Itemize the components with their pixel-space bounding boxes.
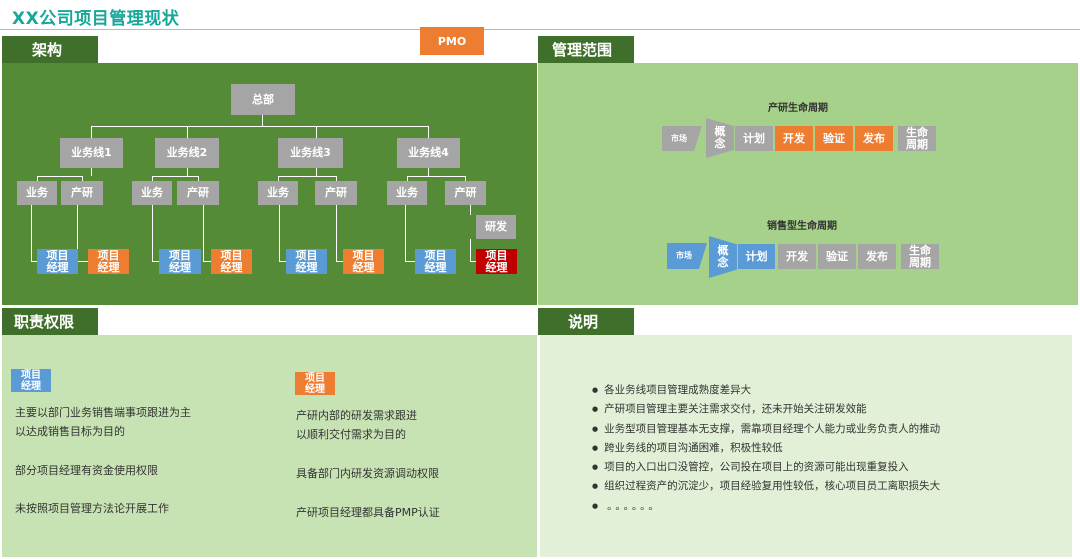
list-item: 组织过程资产的沉淀少，项目经验复用性较低，核心项目员工离职损失大 (592, 477, 940, 496)
org-pm-business-1: 项目 经理 (37, 249, 78, 274)
org-business-4: 业务 (387, 181, 427, 205)
org-rd-3: 产研 (315, 181, 357, 205)
authority-right-line: 具备部门内研发资源调动权限 (296, 467, 439, 480)
org-rd-4: 产研 (445, 181, 486, 205)
list-item: 各业务线项目管理成熟度差异大 (592, 381, 940, 400)
authority-left-line: 部分项目经理有资金使用权限 (15, 464, 158, 477)
sales-plan-stage: 计划 (738, 244, 775, 269)
org-business-2: 业务 (132, 181, 172, 205)
org-pm-develop-4: 项目 经理 (476, 249, 517, 274)
sales-verify-stage: 验证 (818, 244, 856, 269)
list-item: 项目的入口出口没管控，公司投在项目上的资源可能出现重复投入 (592, 458, 940, 477)
rd-lifecycle-title: 产研生命周期 (768, 103, 828, 114)
rd-release-stage: 发布 (855, 126, 893, 151)
authority-tag-rd-pm: 项目 经理 (295, 372, 335, 395)
org-develop: 研发 (476, 215, 516, 239)
org-business-1: 业务 (17, 181, 57, 205)
authority-left-line: 主要以部门业务销售端事项跟进为主 (15, 406, 191, 419)
org-line-2: 业务线2 (155, 138, 219, 168)
list-item: 跨业务线的项目沟通困难，积极性较低 (592, 439, 940, 458)
rd-verify-stage: 验证 (815, 126, 853, 151)
authority-right-line: 以顺利交付需求为目的 (296, 428, 406, 441)
org-rd-1: 产研 (61, 181, 103, 205)
rd-lifecycle-stage: 生命 周期 (898, 126, 936, 151)
section-tab-scope: 管理范围 (538, 36, 634, 63)
sales-concept-stage: 概 念 (709, 236, 737, 278)
list-item: 业务型项目管理基本无支撑，需靠项目经理个人能力或业务负责人的推动 (592, 420, 940, 439)
title-divider (0, 29, 1080, 30)
rd-plan-stage: 计划 (735, 126, 773, 151)
org-pm-business-4: 项目 经理 (415, 249, 456, 274)
authority-left-line: 未按照项目管理方法论开展工作 (15, 502, 169, 515)
rd-develop-stage: 开发 (775, 126, 813, 151)
notes-list: 各业务线项目管理成熟度差异大 产研项目管理主要关注需求交付，还未开始关注研发效能… (592, 381, 940, 516)
list-item: 产研项目管理主要关注需求交付，还未开始关注研发效能 (592, 400, 940, 419)
rd-market-stage: 市场 (662, 126, 702, 151)
org-rd-2: 产研 (177, 181, 219, 205)
org-pm-rd-3: 项目 经理 (343, 249, 384, 274)
org-pm-business-3: 项目 经理 (286, 249, 327, 274)
org-pm-rd-1: 项目 经理 (88, 249, 129, 274)
authority-tag-business-pm: 项目 经理 (11, 369, 51, 392)
org-pm-business-2: 项目 经理 (159, 249, 201, 274)
authority-right-line: 产研项目经理都具备PMP认证 (296, 506, 440, 519)
authority-left-line: 以达成销售目标为目的 (15, 425, 125, 438)
org-pm-rd-2: 项目 经理 (211, 249, 252, 274)
org-line-3: 业务线3 (278, 138, 343, 168)
sales-develop-stage: 开发 (778, 244, 816, 269)
page-title: XX公司项目管理现状 (12, 9, 180, 29)
org-line-1: 业务线1 (60, 138, 123, 168)
pmo-box: PMO (420, 27, 484, 55)
section-tab-architecture: 架构 (2, 36, 98, 63)
authority-panel (2, 335, 537, 557)
sales-lifecycle-stage: 生命 周期 (901, 244, 939, 269)
sales-release-stage: 发布 (858, 244, 896, 269)
org-line-4: 业务线4 (397, 138, 460, 168)
org-business-3: 业务 (258, 181, 298, 205)
rd-concept-stage: 概 念 (706, 118, 734, 158)
sales-market-stage: 市场 (667, 243, 707, 269)
org-hq: 总部 (231, 84, 295, 115)
section-tab-notes: 说明 (538, 308, 634, 335)
authority-right-line: 产研内部的研发需求跟进 (296, 409, 417, 422)
section-tab-authority: 职责权限 (2, 308, 98, 335)
sales-lifecycle-title: 销售型生命周期 (767, 221, 837, 232)
list-item: 。。。。。。 (592, 497, 940, 516)
